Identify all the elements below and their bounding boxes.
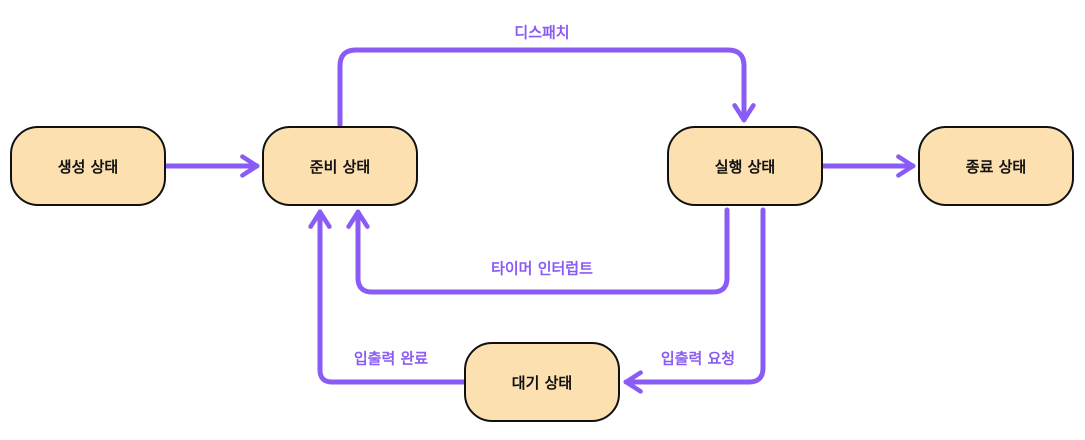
state-terminated: 종료 상태	[918, 126, 1074, 206]
state-running: 실행 상태	[667, 126, 823, 206]
state-created: 생성 상태	[10, 126, 166, 206]
label-io-complete: 입출력 완료	[353, 349, 429, 368]
label-dispatch: 디스패치	[514, 23, 570, 42]
arrow-dispatch	[337, 47, 756, 128]
arrow-io-request	[623, 207, 766, 394]
state-ready: 준비 상태	[262, 126, 418, 206]
label-io-request: 입출력 요청	[660, 349, 736, 368]
label-timer-interrupt: 타이머 인터럽트	[491, 259, 593, 278]
arrow-io-complete	[308, 209, 467, 385]
arrow-timer-interrupt	[346, 207, 730, 295]
state-waiting: 대기 상태	[464, 342, 620, 422]
